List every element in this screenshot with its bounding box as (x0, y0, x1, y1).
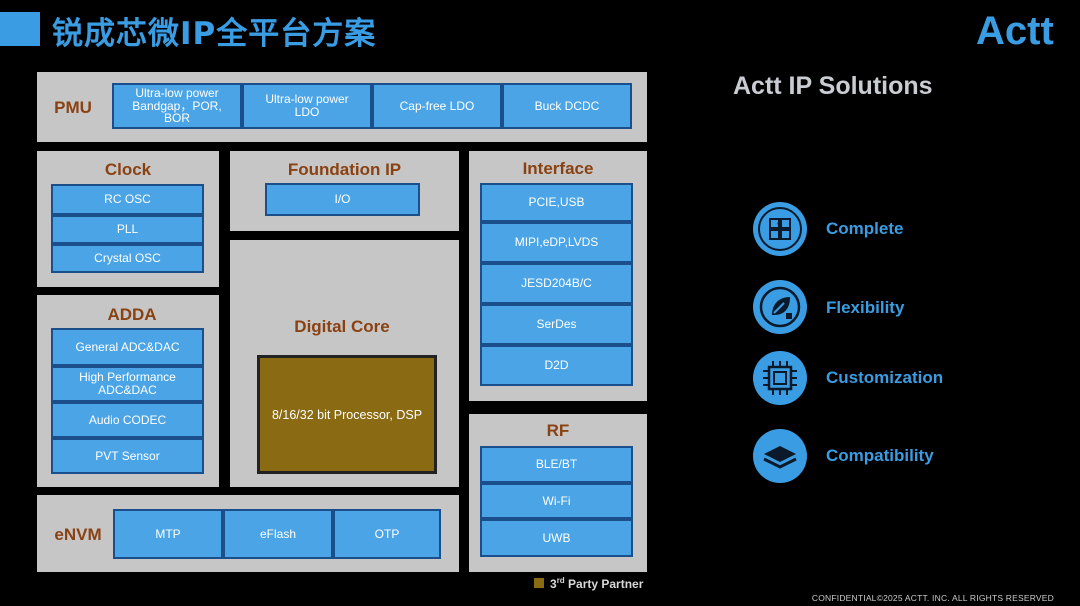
interface-pcie-usb-block: PCIE,USB (480, 183, 633, 222)
plug-leaf-icon (753, 280, 807, 334)
solutions-title: Actt IP Solutions (733, 72, 933, 100)
feature-flexibility-label: Flexibility (826, 298, 905, 317)
third-party-legend-swatch (534, 578, 544, 588)
pmu-title: PMU (54, 98, 92, 117)
feature-compatibility-label: Compatibility (826, 446, 934, 465)
chip-icon (753, 351, 807, 405)
adda-pvt-sensor-block: PVT Sensor (51, 438, 204, 474)
confidential-footer: CONFIDENTIAL©2025 ACTT. INC. ALL RIGHTS … (811, 593, 1054, 603)
pmu-buck-dcdc-block: Buck DCDC (502, 83, 632, 129)
pmu-bandgap-block: Ultra-low power Bandgap，POR, BOR (112, 83, 242, 129)
puzzle-icon (753, 202, 807, 256)
title-accent-bar (0, 12, 40, 46)
envm-title: eNVM (54, 525, 102, 544)
adda-audio-codec-block: Audio CODEC (51, 402, 204, 438)
interface-serdes-block: SerDes (480, 304, 633, 345)
clock-title: Clock (104, 160, 152, 179)
interface-title: Interface (522, 159, 594, 178)
adda-general-adc-block: General ADC&DAC (51, 328, 204, 366)
clock-crystal-osc-block: Crystal OSC (51, 244, 204, 273)
envm-mtp-block: MTP (113, 509, 223, 559)
foundation-title: Foundation IP (287, 160, 402, 179)
adda-high-perf-adc-block: High Performance ADC&DAC (51, 366, 204, 402)
processor-block: 8/16/32 bit Processor, DSP (257, 355, 437, 474)
layers-icon (753, 429, 807, 483)
feature-customization-label: Customization (826, 368, 944, 387)
envm-eflash-block: eFlash (223, 509, 333, 559)
rf-ble-bt-block: BLE/BT (480, 446, 633, 483)
clock-rc-osc-block: RC OSC (51, 184, 204, 215)
clock-pll-block: PLL (51, 215, 204, 244)
rf-title: RF (546, 421, 570, 440)
page-title: 锐成芯微IP全平台方案 (52, 16, 377, 52)
adda-title: ADDA (107, 305, 157, 324)
envm-otp-block: OTP (333, 509, 441, 559)
actt-logo: Actt (976, 9, 1054, 50)
third-party-legend-label: 3rd Party Partner (550, 576, 644, 591)
pmu-ldo-block: Ultra-low power LDO (242, 83, 372, 129)
feature-complete-label: Complete (826, 219, 904, 238)
foundation-io-block: I/O (265, 183, 420, 216)
svg-text:Actt: Actt (976, 9, 1054, 50)
pmu-capfree-ldo-block: Cap-free LDO (372, 83, 502, 129)
interface-d2d-block: D2D (480, 345, 633, 386)
digital-core-title: Digital Core (294, 317, 390, 336)
interface-mipi-block: MIPI,eDP,LVDS (480, 222, 633, 263)
rf-wifi-block: Wi-Fi (480, 483, 633, 519)
rf-uwb-block: UWB (480, 519, 633, 557)
interface-jesd-block: JESD204B/C (480, 263, 633, 304)
